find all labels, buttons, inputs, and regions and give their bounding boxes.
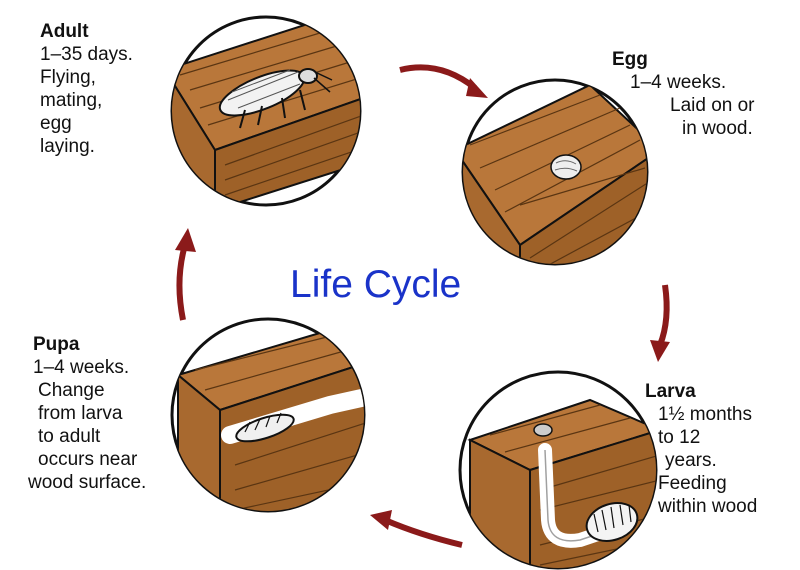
larva-line: within wood <box>658 495 757 518</box>
adult-stage-circle <box>165 17 372 210</box>
egg-line: 1–4 weeks. <box>630 71 755 94</box>
pupa-line: occurs near <box>38 448 146 471</box>
pupa-title: Pupa <box>33 333 146 356</box>
pupa-stage-circle <box>172 319 375 520</box>
pupa-line: to adult <box>38 425 146 448</box>
larva-line: years. <box>665 449 757 472</box>
larva-stage-label: Larva 1½ months to 12 years. Feeding wit… <box>645 380 757 518</box>
larva-title: Larva <box>645 380 757 403</box>
egg-title: Egg <box>612 48 755 71</box>
egg-line: Laid on or <box>670 94 755 117</box>
pupa-line: from larva <box>38 402 146 425</box>
larva-stage-circle <box>460 372 660 570</box>
pupa-line: wood surface. <box>28 471 146 494</box>
diagram-title: Life Cycle <box>290 263 461 307</box>
larva-line: Feeding <box>658 472 757 495</box>
pupa-line: Change <box>38 379 146 402</box>
pupa-line: 1–4 weeks. <box>33 356 146 379</box>
arrow-egg-to-larva <box>650 285 670 362</box>
adult-line: mating, <box>40 89 133 112</box>
adult-stage-label: Adult 1–35 days. Flying, mating, egg lay… <box>40 20 133 158</box>
adult-line: egg <box>40 112 133 135</box>
pupa-stage-label: Pupa 1–4 weeks. Change from larva to adu… <box>33 333 146 494</box>
adult-line: Flying, <box>40 66 133 89</box>
egg-icon <box>551 155 581 179</box>
arrow-adult-to-egg <box>400 67 488 98</box>
larva-line: to 12 <box>658 426 757 449</box>
adult-line: 1–35 days. <box>40 43 133 66</box>
egg-line: in wood. <box>682 117 755 140</box>
arrow-larva-to-pupa <box>370 510 462 545</box>
egg-stage-label: Egg 1–4 weeks. Laid on or in wood. <box>630 48 755 140</box>
adult-title: Adult <box>40 20 133 43</box>
larva-line: 1½ months <box>658 403 757 426</box>
arrow-pupa-to-adult <box>175 228 196 320</box>
adult-line: laying. <box>40 135 133 158</box>
